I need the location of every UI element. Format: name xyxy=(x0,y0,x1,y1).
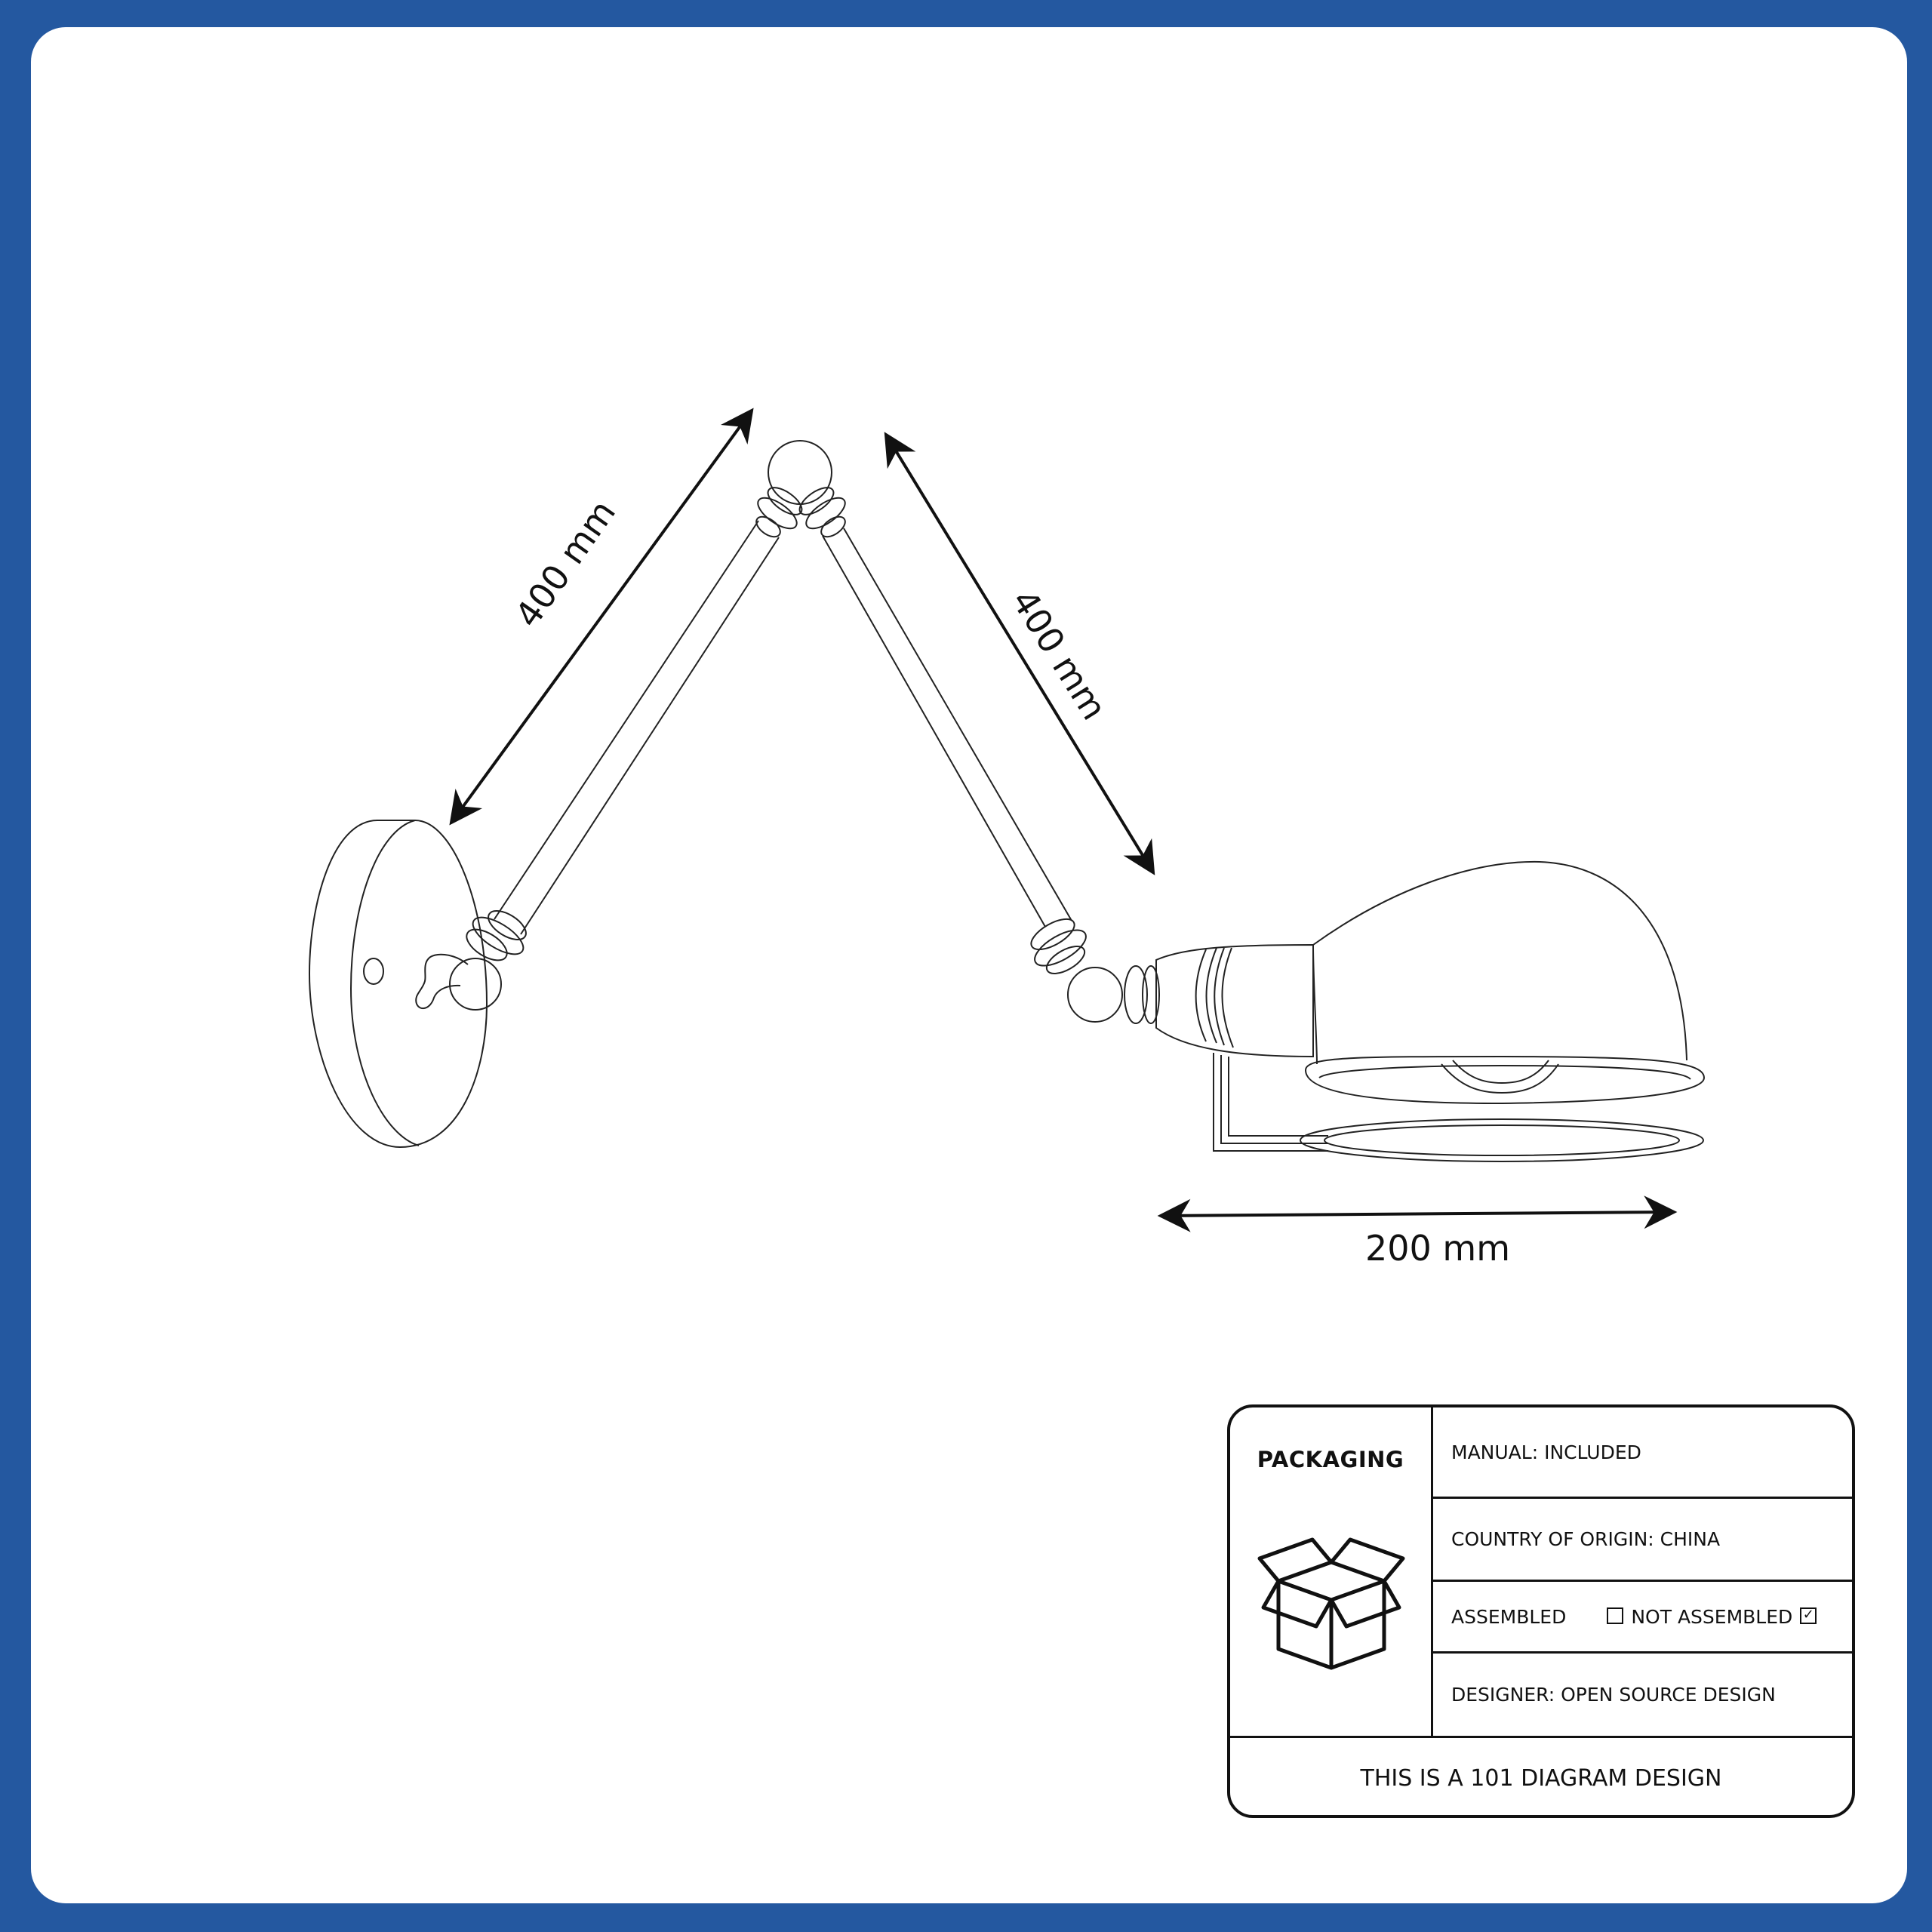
footer-note: THIS IS A 101 DIAGRAM DESIGN xyxy=(1230,1736,1852,1815)
not-assembled-label: NOT ASSEMBLED xyxy=(1631,1605,1793,1628)
not-assembled-checkbox[interactable]: ✓ xyxy=(1800,1607,1817,1624)
origin-text: COUNTRY OF ORIGIN: CHINA xyxy=(1451,1528,1721,1550)
assembly-row: ASSEMBLED NOT ASSEMBLED ✓ xyxy=(1433,1582,1852,1654)
footer-text: THIS IS A 101 DIAGRAM DESIGN xyxy=(1360,1764,1722,1792)
packaging-cell: PACKAGING xyxy=(1230,1407,1433,1736)
top-joint xyxy=(755,440,846,538)
origin-row: COUNTRY OF ORIGIN: CHINA xyxy=(1433,1499,1852,1582)
packaging-table: PACKAGING MANUAL: INCLUDED COUNTRY OF OR… xyxy=(1227,1404,1855,1818)
packaging-title: PACKAGING xyxy=(1257,1447,1404,1472)
dimension-arrow-shade xyxy=(1157,1195,1678,1232)
dimension-label-shade: 200 mm xyxy=(1365,1228,1510,1269)
wall-plate xyxy=(308,820,488,1149)
base-joint xyxy=(415,909,527,1011)
designer-text: DESIGNER: OPEN SOURCE DESIGN xyxy=(1451,1684,1776,1706)
dimension-arrow-upper-arm xyxy=(884,432,1155,875)
assembled-checkbox[interactable] xyxy=(1607,1607,1624,1624)
designer-row: DESIGNER: OPEN SOURCE DESIGN xyxy=(1433,1654,1852,1736)
lamp-shade xyxy=(1300,860,1706,1162)
dimension-label-lower-arm: 400 mm xyxy=(507,493,623,635)
assembled-label: ASSEMBLED xyxy=(1451,1605,1567,1628)
shade-neck xyxy=(1155,943,1314,1058)
dimension-arrow-lower-arm xyxy=(449,408,754,826)
shade-joint xyxy=(1030,918,1160,1024)
manual-row: MANUAL: INCLUDED xyxy=(1433,1407,1852,1499)
open-box-icon xyxy=(1257,1537,1405,1670)
manual-text: MANUAL: INCLUDED xyxy=(1451,1441,1641,1463)
shade-bracket xyxy=(1213,1053,1328,1152)
